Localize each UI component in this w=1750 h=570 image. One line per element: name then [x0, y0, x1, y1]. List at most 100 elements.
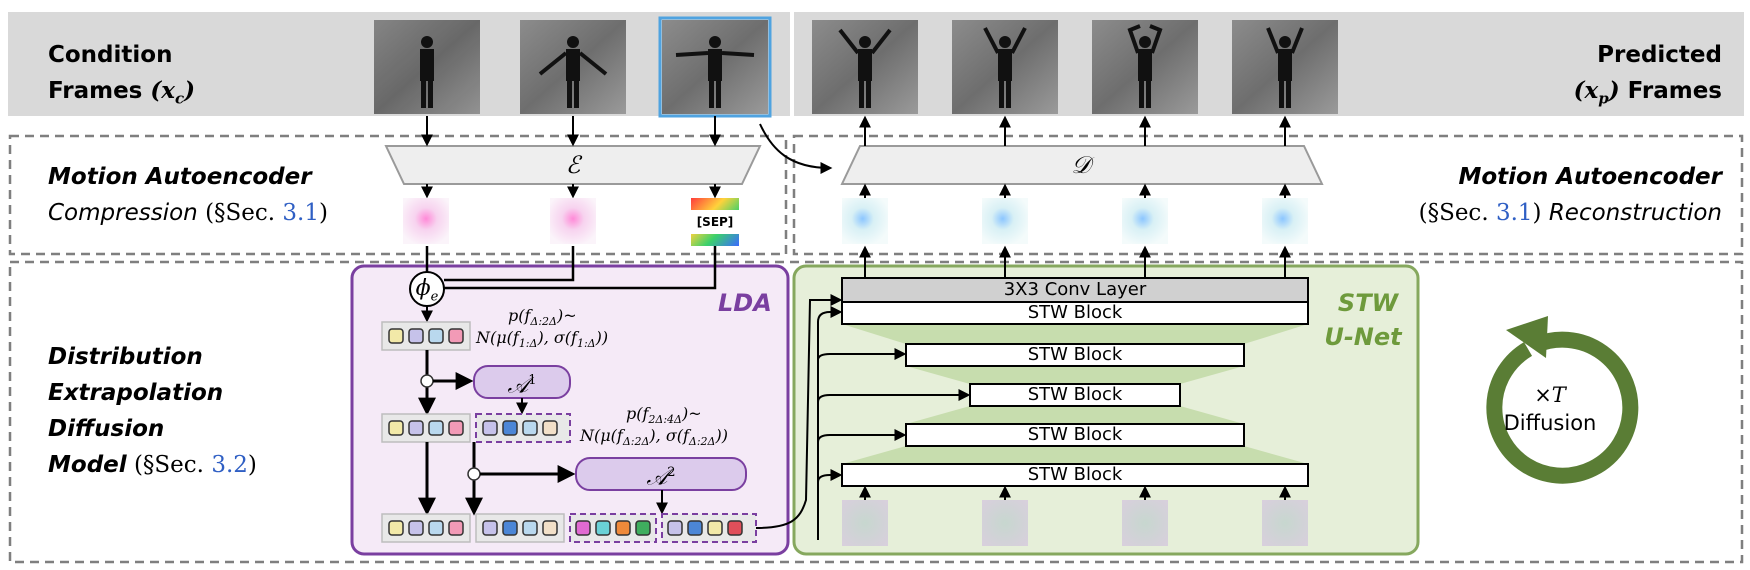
predicted-close: ): [1608, 77, 1620, 104]
stw-taper-mid-bottom: [906, 406, 1244, 424]
ae-left-sec-suffix: ): [319, 200, 328, 226]
f2-l2-end: )): [715, 426, 728, 445]
ae-left-subtitle: Compression (§Sec. 3.1): [48, 194, 328, 232]
phi-sub: e: [430, 289, 439, 305]
motion-flow-cond-2: [550, 198, 596, 244]
times-symbol: ×: [1534, 383, 1552, 407]
line-flow2-phi: [444, 246, 575, 282]
cond-arrow-block1: [817, 306, 843, 540]
noise-latent-3: [1122, 500, 1168, 546]
dm-sec-link[interactable]: 3.2: [211, 452, 248, 478]
encoder-block: [384, 145, 762, 185]
decoder-block: [840, 145, 1324, 185]
predicted-frames-word: Frames: [1627, 78, 1722, 104]
sep-token-label: [SEP]: [691, 210, 739, 234]
a2-sup: 2: [667, 465, 676, 480]
stw-title-1: STW: [1337, 289, 1399, 317]
stw-block-5-label: STW Block: [1027, 464, 1123, 485]
condition-frames-label: Frames (xc): [48, 72, 195, 118]
f1-l2-a: N(μ(f: [476, 328, 519, 347]
formula1-line2: N(μ(f1:Δ), σ(f1:Δ)): [476, 328, 608, 354]
lda-title: LDA: [718, 289, 772, 317]
diffusion-label: Diffusion: [1503, 411, 1597, 435]
latent-sequence-3: [381, 513, 757, 543]
predicted-frame-4: [1232, 20, 1338, 114]
arrow-lda-stw: [755, 294, 843, 529]
condition-title: Condition: [48, 36, 172, 74]
f1-l2-sub1: 1:Δ: [518, 337, 538, 351]
condition-close: ): [184, 77, 196, 104]
f1-l2-mid: ), σ(f: [537, 328, 577, 347]
predicted-frame-3: [1092, 20, 1198, 114]
stw-block-3-label: STW Block: [1027, 384, 1123, 405]
f1-l2-sub2: 1:Δ: [576, 337, 596, 351]
condition-frame-2: [520, 20, 626, 114]
line-sep-phi: [444, 246, 717, 290]
ae-right-title: Motion Autoencoder: [1458, 164, 1722, 190]
arrow-frame3-decoder: [759, 123, 833, 174]
f1-l2-end: )): [595, 328, 609, 347]
f1-l1-end: )~: [557, 306, 577, 325]
dm-line1: Distribution: [48, 344, 203, 370]
dm-sec-suffix: ): [247, 452, 257, 478]
predicted-frame-2: [952, 20, 1058, 114]
decoder-symbol: 𝒟: [1071, 151, 1091, 179]
ae-right-subtitle: (§Sec. 3.1) Reconstruction: [1419, 194, 1722, 232]
predicted-word: Predicted: [1597, 42, 1722, 68]
a1-sup: 1: [528, 373, 537, 388]
cond-arrow-block3: [817, 389, 971, 403]
ae-left-sec-prefix: (§Sec.: [205, 200, 276, 226]
motion-flow-pred-4: [1262, 198, 1308, 244]
a1-symbol: 𝒜: [507, 373, 529, 399]
latent-sequence-2: [381, 413, 571, 443]
a1-label: 𝒜1: [474, 362, 570, 405]
diffusion-loop-head: [1506, 316, 1548, 358]
latent-sequence-1: [381, 321, 471, 351]
predicted-frames-label: (xp) Frames: [1574, 72, 1722, 118]
condition-math: (x: [150, 77, 175, 104]
a2-symbol: 𝒜: [646, 465, 668, 491]
predicted-frame-1: [812, 20, 918, 114]
f2-l1-sub: 2Δ:4Δ: [648, 413, 682, 427]
condition-frame-1: [374, 20, 480, 114]
f2-l1-end: )~: [682, 404, 702, 423]
ae-left-word: Compression: [48, 200, 198, 226]
f1-l1-a: p(f: [508, 306, 531, 325]
ae-right-sec-prefix: (§Sec.: [1418, 200, 1489, 226]
autoencoder-left-box: [8, 134, 788, 256]
encoder-symbol: ℰ: [565, 151, 581, 179]
diffusion-model-box: [8, 260, 1744, 564]
condition-word: Condition: [48, 42, 173, 68]
cond-arrow-block5: [817, 469, 843, 483]
motion-flow-pred-3: [1122, 198, 1168, 244]
phi-label: ϕe: [410, 270, 444, 316]
stw-block-1-label: STW Block: [1027, 302, 1123, 323]
noise-latent-1: [842, 500, 888, 546]
times-t: T: [1551, 383, 1566, 407]
motion-flow-pred-1: [842, 198, 888, 244]
ae-left-sec-link[interactable]: 3.1: [282, 200, 319, 226]
junction-2: [467, 467, 481, 481]
stw-taper-bottom: [842, 446, 1308, 464]
cond-arrow-block4: [817, 429, 907, 443]
condition-sub: c: [174, 89, 185, 108]
dm-line3: Diffusion: [48, 416, 165, 442]
ae-right-sec-suffix: ): [1532, 200, 1542, 226]
f2-l1-a: p(f: [626, 404, 649, 423]
stw-block-2-label: STW Block: [1027, 344, 1123, 365]
diffusion-times: ×T: [1490, 382, 1610, 408]
formula1-line1: p(fΔ:2Δ)~: [508, 306, 577, 332]
f2-l2-a: N(μ(f: [580, 426, 623, 445]
ae-right-sec-link[interactable]: 3.1: [1495, 200, 1533, 226]
formula2-line2: N(μ(fΔ:2Δ), σ(fΔ:2Δ)): [580, 426, 728, 452]
junction-1: [420, 374, 434, 388]
ae-left-title: Motion Autoencoder: [48, 164, 312, 190]
stw-taper-mid-top: [906, 366, 1244, 384]
f2-l2-sub1: Δ:2Δ: [622, 435, 650, 449]
predicted-math: (x: [1573, 77, 1599, 104]
predicted-sub: p: [1598, 89, 1609, 108]
condition-frame-3-highlighted: [658, 16, 772, 118]
f2-l2-sub2: Δ:2Δ: [688, 435, 716, 449]
